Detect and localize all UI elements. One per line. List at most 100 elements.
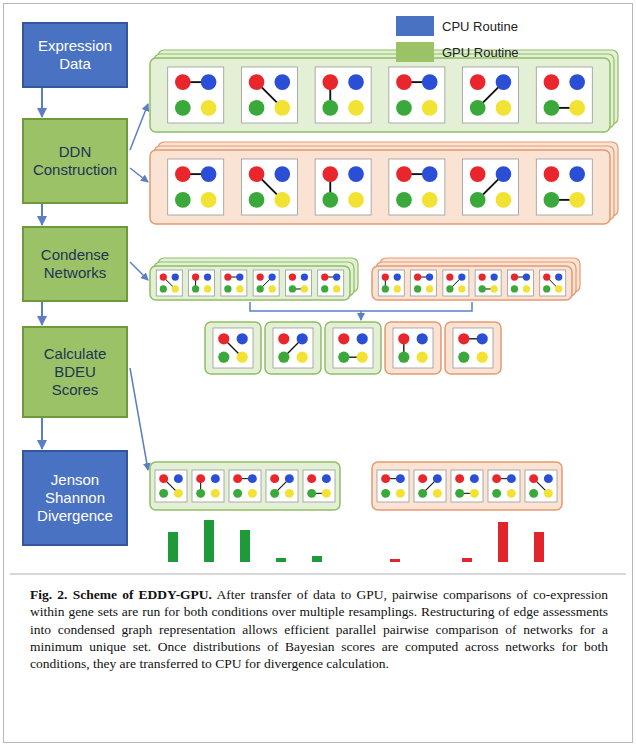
- legend-row: CPU Routine: [396, 16, 518, 36]
- gene-dot: [417, 333, 428, 344]
- network-tile: [488, 470, 520, 502]
- gene-dot: [544, 100, 560, 116]
- gene-dot: [470, 166, 486, 182]
- network-tile: [315, 159, 371, 215]
- gene-dot: [322, 74, 338, 90]
- gene-dot: [289, 273, 296, 280]
- gene-dot: [174, 474, 183, 483]
- box-label: Condense Networks: [30, 246, 120, 282]
- gene-dot: [160, 285, 167, 292]
- network-tile: [393, 328, 433, 368]
- gene-dot: [544, 74, 560, 90]
- score-bar: [462, 558, 472, 562]
- gene-dot: [470, 474, 479, 483]
- network-panel: [150, 462, 340, 510]
- gene-dot: [357, 333, 368, 344]
- gene-dot: [249, 166, 265, 182]
- gene-dot: [470, 489, 479, 498]
- network-panel: [385, 322, 441, 374]
- gene-dot: [237, 333, 248, 344]
- caption-rule: [10, 574, 626, 575]
- gene-dot: [569, 74, 585, 90]
- gene-dot: [218, 333, 229, 344]
- gene-dot: [544, 192, 560, 208]
- gene-dot: [301, 273, 308, 280]
- process-box: Expression Data: [22, 22, 128, 88]
- gene-dot: [458, 333, 469, 344]
- gene-dot: [396, 74, 412, 90]
- gene-dot: [236, 273, 243, 280]
- gene-dot: [297, 333, 308, 344]
- process-box: DDN Construction: [22, 118, 128, 204]
- score-bar: [168, 532, 178, 562]
- gene-dot: [523, 273, 530, 280]
- gene-dot: [274, 192, 290, 208]
- network-tile: [156, 270, 182, 296]
- network-tile: [303, 470, 335, 502]
- network-tile: [463, 67, 519, 123]
- gene-dot: [543, 273, 550, 280]
- gene-dot: [446, 273, 453, 280]
- gene-dot: [398, 352, 409, 363]
- gene-dot: [192, 273, 199, 280]
- gene-dot: [233, 489, 242, 498]
- gene-dot: [333, 273, 340, 280]
- network-panel: [150, 58, 610, 132]
- gene-dot: [274, 74, 290, 90]
- gene-dot: [159, 489, 168, 498]
- legend-label: CPU Routine: [442, 19, 518, 34]
- gene-dot: [249, 100, 265, 116]
- gene-dot: [204, 273, 211, 280]
- gene-dot: [201, 74, 217, 90]
- gene-dot: [555, 273, 562, 280]
- score-bar: [276, 558, 286, 562]
- network-tile: [241, 159, 297, 215]
- score-bar: [204, 520, 214, 562]
- flow-arrow: [41, 204, 43, 225]
- gene-dot: [496, 166, 512, 182]
- gene-dot: [422, 192, 438, 208]
- network-panel: [150, 266, 350, 300]
- gene-dot: [289, 285, 296, 292]
- gene-dot: [322, 100, 338, 116]
- gene-dot: [322, 489, 331, 498]
- network-tile: [155, 470, 187, 502]
- gene-dot: [348, 74, 364, 90]
- gene-dot: [307, 474, 316, 483]
- gene-dot: [529, 474, 538, 483]
- gene-dot: [257, 273, 264, 280]
- gene-dot: [433, 489, 442, 498]
- gene-dot: [382, 273, 389, 280]
- network-tile: [189, 270, 215, 296]
- gene-dot: [338, 352, 349, 363]
- gene-dot: [285, 474, 294, 483]
- box-label: Calculate BDEU Scores: [30, 345, 120, 399]
- gene-dot: [348, 192, 364, 208]
- network-tile: [378, 270, 404, 296]
- gene-dot: [511, 273, 518, 280]
- gene-dot: [496, 74, 512, 90]
- gene-dot: [348, 166, 364, 182]
- gene-dot: [175, 192, 191, 208]
- network-tile: [221, 270, 247, 296]
- network-tile: [414, 470, 446, 502]
- gene-dot: [569, 192, 585, 208]
- network-tile: [536, 159, 592, 215]
- gene-dot: [396, 474, 405, 483]
- gene-dot: [422, 166, 438, 182]
- network-tile: [453, 328, 493, 368]
- gene-dot: [455, 489, 464, 498]
- network-tile: [273, 328, 313, 368]
- gene-dot: [236, 285, 243, 292]
- score-bar: [240, 530, 250, 562]
- gene-dot: [396, 489, 405, 498]
- gene-dot: [297, 352, 308, 363]
- score-bar: [390, 559, 400, 562]
- gene-dot: [175, 166, 191, 182]
- gene-dot: [237, 352, 248, 363]
- outer-border: [4, 4, 633, 743]
- gene-dot: [529, 489, 538, 498]
- gene-dot: [544, 474, 553, 483]
- gene-dot: [278, 333, 289, 344]
- network-tile: [168, 159, 224, 215]
